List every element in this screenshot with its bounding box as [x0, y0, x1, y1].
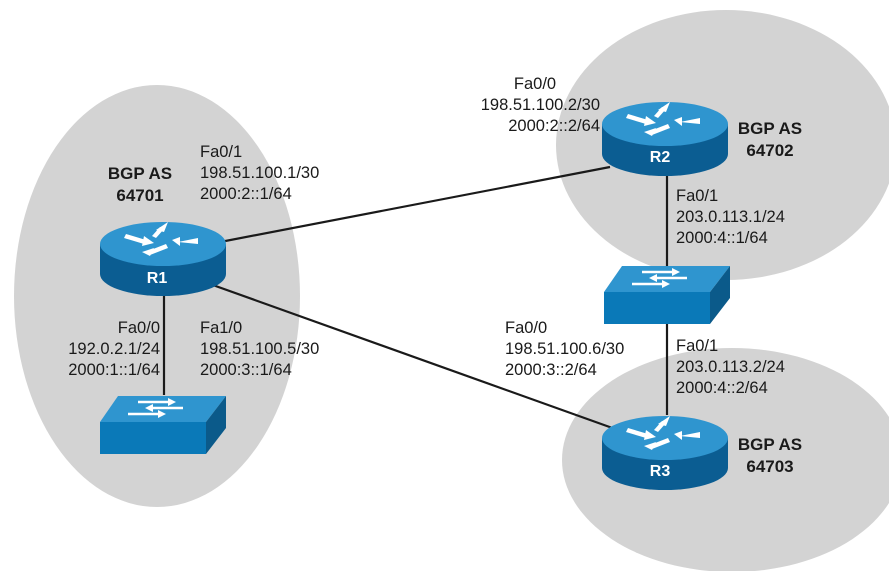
interface-ipv6: 2000:2::1/64 — [200, 185, 292, 203]
interface-ipv4: 203.0.113.2/24 — [676, 358, 785, 376]
interface-name: Fa0/0 — [505, 319, 548, 337]
interface-ipv6: 2000:2::2/64 — [508, 117, 600, 135]
link-r1-r3 — [209, 282, 619, 432]
router-r3-label: R3 — [649, 463, 671, 480]
link-r1-r2 — [214, 165, 611, 245]
interface-label-r2-fa0-1: Fa0/1 203.0.113.1/24 2000:4::1/64 — [676, 186, 785, 249]
interface-label-r1-fa1-0: Fa1/0 198.51.100.5/30 2000:3::1/64 — [200, 318, 319, 381]
interface-name: Fa1/0 — [200, 319, 243, 337]
interface-label-r3-fa0-1: Fa0/1 203.0.113.2/24 2000:4::2/64 — [676, 336, 785, 399]
switch-icon[interactable] — [98, 394, 228, 456]
interface-name: Fa0/0 — [513, 75, 557, 93]
as-number: 64703 — [746, 457, 794, 476]
as-64702-label: BGP AS 64702 — [730, 118, 810, 162]
as-title: BGP AS — [737, 435, 803, 454]
interface-ipv4: 192.0.2.1/24 — [68, 340, 160, 358]
switch-icon[interactable] — [602, 264, 732, 326]
as-title: BGP AS — [107, 164, 173, 183]
interface-label-r2-fa0-0: Fa0/0 198.51.100.2/30 2000:2::2/64 — [430, 74, 600, 137]
as-number: 64702 — [746, 141, 794, 160]
interface-ipv4: 203.0.113.1/24 — [676, 208, 785, 226]
interface-ipv6: 2000:4::2/64 — [676, 379, 768, 397]
as-64701-label: BGP AS 64701 — [100, 163, 180, 207]
interface-label-r1-fa0-1: Fa0/1 198.51.100.1/30 2000:2::1/64 — [200, 142, 319, 205]
interface-ipv4: 198.51.100.1/30 — [200, 164, 320, 182]
interface-ipv4: 198.51.100.5/30 — [200, 340, 320, 358]
interface-ipv4: 198.51.100.6/30 — [505, 340, 625, 358]
interface-label-r1-fa0-0: Fa0/0 192.0.2.1/24 2000:1::1/64 — [10, 318, 160, 381]
interface-ipv6: 2000:3::1/64 — [200, 361, 292, 379]
as-64703-label: BGP AS 64703 — [730, 434, 810, 478]
interface-name: Fa0/1 — [676, 187, 719, 205]
interface-ipv6: 2000:1::1/64 — [68, 361, 160, 379]
interface-name: Fa0/1 — [200, 143, 243, 161]
interface-name: Fa0/1 — [676, 337, 719, 355]
as-title: BGP AS — [737, 119, 803, 138]
interface-label-r3-fa0-0: Fa0/0 198.51.100.6/30 2000:3::2/64 — [505, 318, 624, 381]
interface-ipv6: 2000:4::1/64 — [676, 229, 768, 247]
router-r1-label: R1 — [146, 270, 168, 287]
interface-ipv4: 198.51.100.2/30 — [480, 96, 600, 114]
as-64701-region — [14, 85, 300, 507]
router-r2-label: R2 — [649, 149, 671, 166]
as-number: 64701 — [116, 186, 164, 205]
interface-ipv6: 2000:3::2/64 — [505, 361, 597, 379]
interface-name: Fa0/0 — [117, 319, 160, 337]
